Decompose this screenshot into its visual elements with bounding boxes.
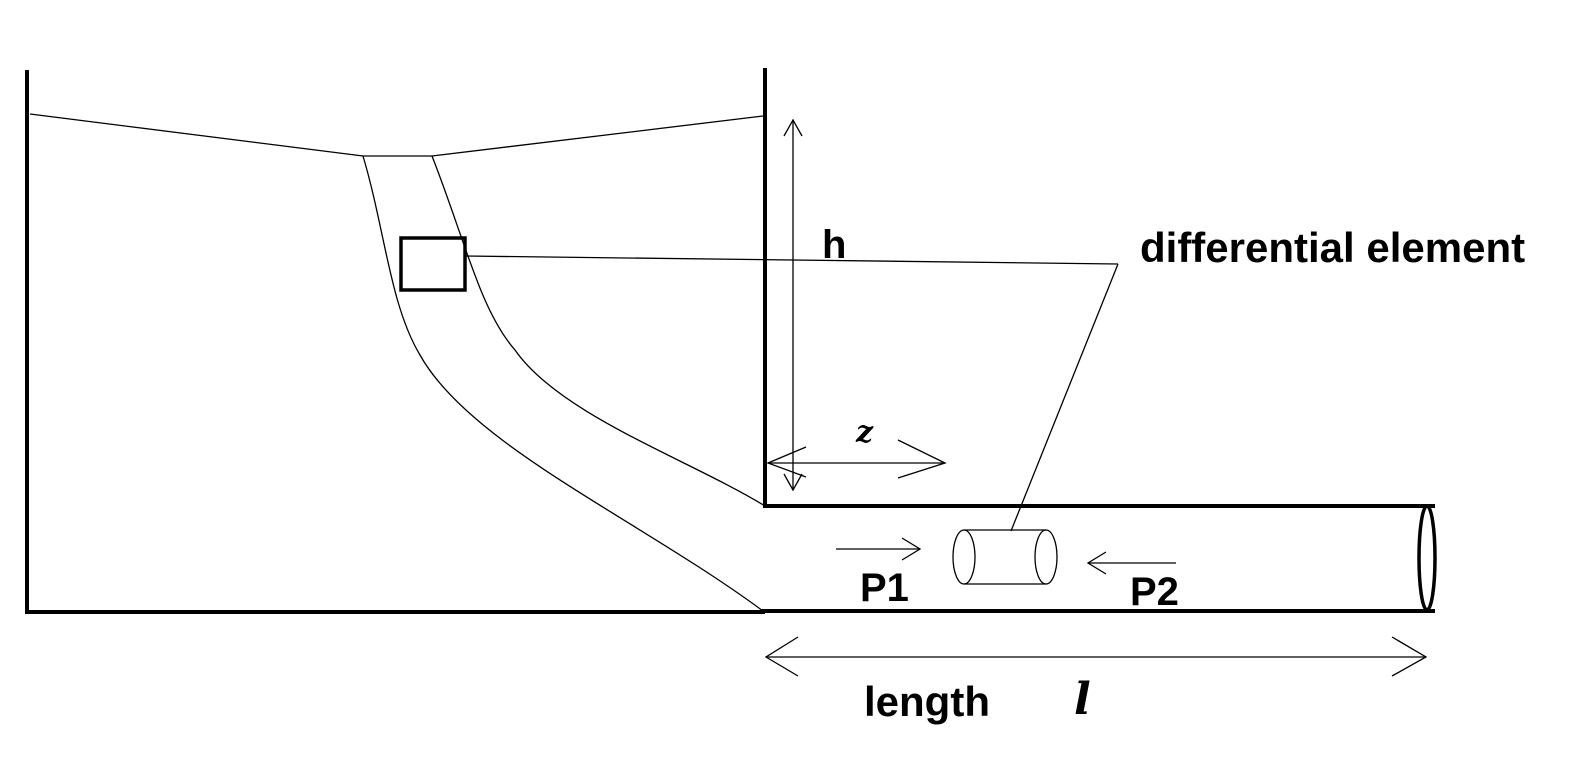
p2-label: P2 bbox=[1130, 570, 1179, 614]
length-dimension-arrow bbox=[764, 636, 1428, 677]
h-arrow-head-bottom bbox=[783, 473, 803, 492]
streamtube bbox=[362, 155, 766, 612]
cylinder-right-face bbox=[1034, 529, 1058, 585]
length-label: length bbox=[864, 678, 990, 725]
tank-differential-element bbox=[399, 236, 467, 292]
pipe-outlet-end bbox=[1417, 504, 1437, 612]
h-label: h bbox=[822, 223, 846, 267]
z-arrow-head-left bbox=[766, 446, 807, 478]
leader-lines bbox=[464, 255, 1119, 532]
z-label: z bbox=[855, 415, 874, 450]
p1-arrow-head bbox=[901, 537, 922, 561]
p1-arrow bbox=[836, 537, 922, 561]
tank bbox=[25, 68, 767, 614]
length-arrow-head-left bbox=[764, 636, 799, 677]
h-dimension-arrow bbox=[783, 118, 803, 492]
h-arrow-head-top bbox=[783, 118, 803, 137]
leader-line-lower bbox=[1010, 263, 1119, 532]
p2-arrow-head bbox=[1086, 551, 1107, 575]
length-symbol-l: l bbox=[1074, 674, 1091, 725]
differential-element-label: differential element bbox=[1140, 224, 1525, 271]
streamtube-inner-line bbox=[431, 155, 766, 507]
p1-label: P1 bbox=[860, 566, 909, 610]
p2-arrow bbox=[1086, 551, 1176, 575]
length-arrow-head-right bbox=[1391, 636, 1428, 677]
z-arrow bbox=[766, 439, 947, 479]
outlet-pipe bbox=[761, 504, 1437, 613]
leader-line-upper bbox=[464, 255, 1119, 265]
pipe-differential-element bbox=[952, 529, 1058, 585]
streamtube-outer-line bbox=[362, 155, 764, 612]
z-arrow-head-right bbox=[897, 439, 947, 479]
cylinder-left-face bbox=[952, 529, 976, 585]
free-surface bbox=[29, 113, 764, 157]
